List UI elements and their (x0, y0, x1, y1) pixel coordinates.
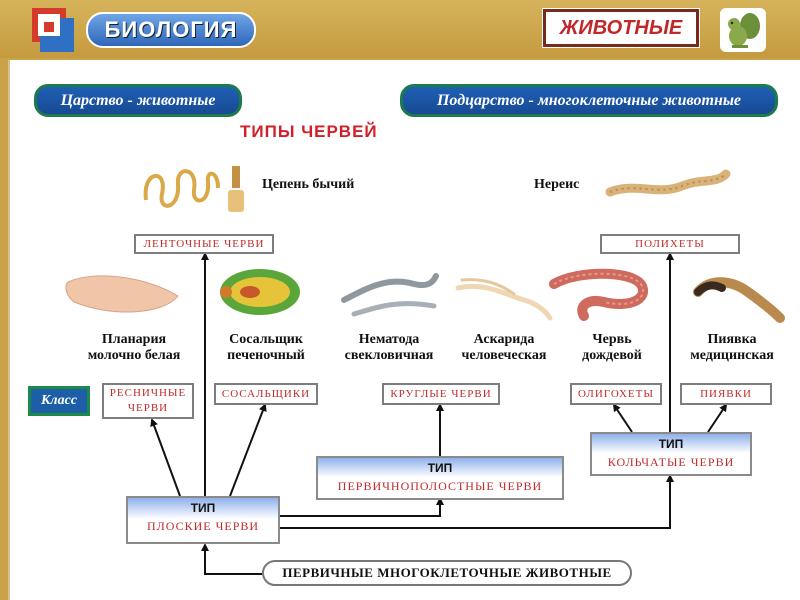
planaria-icon (65, 275, 179, 313)
nematode-icon (341, 273, 439, 317)
kingdom-pill: Царство - животные (34, 84, 242, 117)
squirrel-icon[interactable] (720, 8, 766, 52)
root-pill: ПЕРВИЧНЫЕ МНОГОКЛЕТОЧНЫЕ ЖИВОТНЫЕ (262, 560, 632, 586)
type-flatworms-name: ПЛОСКИЕ ЧЕРВИ (146, 519, 260, 533)
subkingdom-pill: Подцарство - многоклеточные животные (400, 84, 778, 117)
class-tapeworms: ЛЕНТОЧНЫЕ ЧЕРВИ (134, 234, 274, 254)
fluke-label: Сосальщик печеночный (227, 332, 305, 363)
fluke-icon (220, 269, 300, 315)
type-flatworms: ТИП ПЛОСКИЕ ЧЕРВИ (126, 496, 280, 544)
class-leeches: ПИЯВКИ (680, 383, 772, 405)
type-annelids-name: КОЛЬЧАТЫЕ ЧЕРВИ (607, 455, 735, 469)
earthworm-label: Червь дождевой (582, 332, 642, 363)
type-flatworms-word: ТИП (190, 501, 216, 515)
class-flukes: СОСАЛЬЩИКИ (214, 383, 318, 405)
ascaris-label: Аскарида человеческая (461, 332, 547, 363)
type-primary-cavity-name: ПЕРВИЧНОПОЛОСТНЫЕ ЧЕРВИ (337, 479, 543, 493)
planaria-label: Планария молочно белая (87, 332, 181, 363)
class-oligochaetes: ОЛИГОХЕТЫ (570, 383, 662, 405)
nereis-icon (605, 169, 731, 197)
type-primary-cavity-word: ТИП (427, 461, 453, 475)
section-label: ЖИВОТНЫЕ (542, 8, 700, 48)
class-ciliated: РЕСНИЧНЫЕ ЧЕРВИ (102, 383, 194, 419)
leech-icon (693, 277, 785, 323)
subject-badge: БИОЛОГИЯ (86, 12, 256, 48)
leech-label: Пиявка медицинская (690, 332, 774, 363)
nereis-label: Нереис (534, 177, 580, 192)
class-tag: Класс (28, 386, 90, 416)
type-annelids-word: ТИП (658, 437, 684, 451)
ascaris-icon (455, 278, 553, 321)
type-annelids: ТИП КОЛЬЧАТЫЕ ЧЕРВИ (590, 432, 752, 476)
nematode-label: Нематода свекловичная (344, 332, 434, 363)
type-primary-cavity: ТИП ПЕРВИЧНОПОЛОСТНЫЕ ЧЕРВИ (316, 456, 564, 500)
tapeworm-icon (143, 166, 244, 212)
logo-icon (32, 8, 74, 52)
tapeworm-label: Цепень бычий (262, 177, 355, 192)
class-roundworms: КРУГЛЫЕ ЧЕРВИ (382, 383, 500, 405)
earthworm-icon (549, 268, 648, 321)
diagram-title: ТИПЫ ЧЕРВЕЙ (240, 122, 378, 141)
class-polychaetes: ПОЛИХЕТЫ (600, 234, 740, 254)
